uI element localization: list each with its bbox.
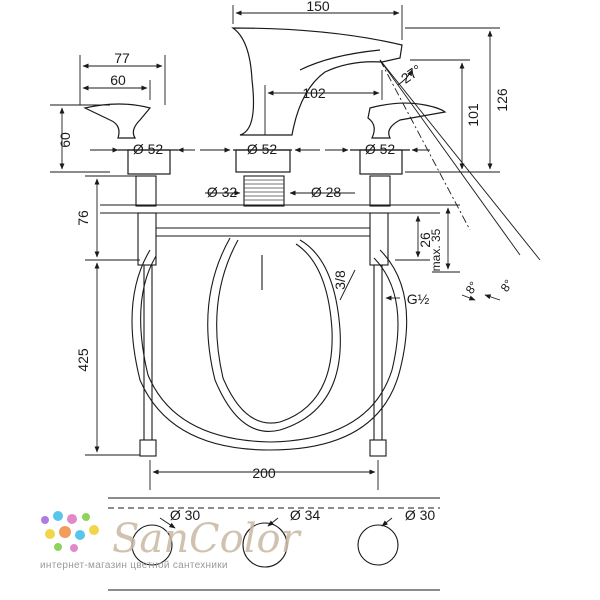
- dim-center-distance: 200: [252, 465, 276, 481]
- dim-thread-length: 76: [75, 210, 91, 226]
- dim-hole-center: Ø 34: [290, 507, 321, 523]
- dim-hose-length: 425: [75, 348, 91, 372]
- dim-body-height: 60: [57, 132, 73, 148]
- dim-tilt-angle-2: 8°: [498, 277, 516, 295]
- dim-base-diameter-left: Ø 52: [133, 141, 164, 157]
- dim-spout-angle: 27°: [398, 61, 425, 86]
- watermark-brand: SanColor: [112, 516, 303, 562]
- hole-right-circle: [357, 524, 399, 566]
- dim-handle-width: 60: [110, 72, 126, 88]
- spout-outline: [231, 27, 403, 136]
- hose-loop-outer: [131, 249, 408, 451]
- dim-total-height: 126: [494, 88, 510, 112]
- dim-base-diameter-right: Ø 52: [365, 141, 396, 157]
- dim-hose-thread: 3/8: [332, 270, 348, 290]
- dim-hole-left: Ø 30: [170, 507, 201, 523]
- dim-max-deck-thickness: max. 35: [429, 228, 443, 271]
- hose-loop-inner: [207, 237, 341, 432]
- dim-hole-right: Ø 30: [405, 507, 436, 523]
- dimension-lines: [50, 5, 541, 529]
- watermark-dots-icon: [41, 511, 99, 552]
- watermark-tagline: интернет-магазин цветной сантехники: [40, 560, 228, 571]
- dim-tilt-angle-1: 8°: [463, 279, 481, 297]
- hole-center-circle: [242, 522, 288, 568]
- dim-spout-reach: 102: [302, 85, 326, 101]
- dim-base-diameter-center: Ø 52: [247, 141, 278, 157]
- dim-connection-thread: G½: [407, 291, 430, 307]
- dim-handle-total-width: 77: [114, 50, 130, 66]
- dimension-labels: 150 77 60 60 102 Ø 52 Ø 52 Ø 52 Ø 32 Ø 2…: [57, 0, 516, 523]
- right-handle-outline: [367, 102, 447, 139]
- mounting-plate: [108, 497, 440, 591]
- dim-mount-depth: 26: [417, 232, 433, 248]
- faucet-body-outlines: [83, 27, 447, 175]
- dim-spout-width: 150: [306, 0, 330, 14]
- left-handle-outline: [83, 103, 152, 139]
- watermark: SanColor интернет-магазин цветной сантех…: [40, 511, 303, 571]
- dim-pipe-diameter-side: Ø 28: [311, 184, 342, 200]
- deck-and-valves: [100, 175, 440, 457]
- dim-pipe-diameter-center: Ø 32: [207, 184, 238, 200]
- hole-left-circle: [131, 524, 173, 566]
- dim-spout-height: 101: [465, 103, 481, 127]
